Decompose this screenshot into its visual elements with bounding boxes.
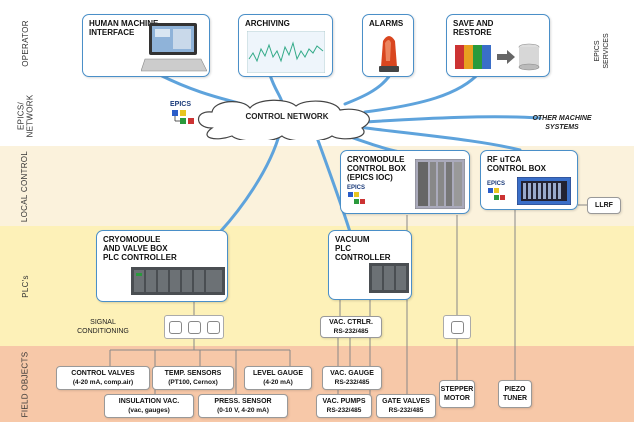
signal-conditioning-box[interactable]	[164, 315, 224, 339]
vac-controller-box[interactable]: VAC. CTRLR. RS-232/485	[320, 316, 382, 338]
save-restore-box[interactable]: SAVE AND RESTORE	[446, 14, 550, 77]
conditioner-module	[188, 321, 201, 334]
pressure-sensor-box[interactable]: PRESS. SENSOR (0-10 V, 4-20 mA)	[198, 394, 288, 418]
archiving-box[interactable]: ARCHIVING	[238, 14, 333, 77]
signal-conditioning-label: SIGNAL CONDITIONING	[77, 319, 129, 335]
vacuum-plc-box[interactable]: VACUUM PLC CONTROLLER	[328, 230, 412, 300]
temp-sensors-box[interactable]: TEMP. SENSORS (PT100, Cernox)	[152, 366, 234, 390]
level-gauge-box[interactable]: LEVEL GAUGE (4-20 mA)	[244, 366, 312, 390]
save-restore-icon	[455, 43, 540, 71]
conditioner-module	[451, 321, 464, 334]
control-network-label: CONTROL NETWORK	[245, 112, 329, 121]
rf-utca-control-box[interactable]: RF uTCA CONTROL BOX EPICS	[480, 150, 578, 210]
stepper-conditioner-box[interactable]	[443, 315, 471, 339]
vac-pumps-box[interactable]: VAC. PUMPS RS-232/485	[316, 394, 372, 418]
plc-rack-icon	[369, 263, 409, 293]
epics-services-label: EPICS SERVICES	[594, 33, 610, 69]
other-machine-systems-label: OTHER MACHINE SYSTEMS	[532, 115, 592, 131]
alarms-box[interactable]: ALARMS	[362, 14, 414, 77]
conditioner-module	[169, 321, 182, 334]
gate-valves-box[interactable]: GATE VALVES RS-232/485	[376, 394, 436, 418]
control-valves-box[interactable]: CONTROL VALVES (4-20 mA, comp.air)	[56, 366, 150, 390]
alarm-beacon-icon	[379, 36, 399, 72]
hmi-box[interactable]: HUMAN MACHINE INTERFACE	[82, 14, 210, 77]
utca-crate-icon	[517, 177, 571, 205]
computer-icon	[141, 23, 207, 72]
epics-logo-cryo: EPICS	[347, 185, 367, 212]
epics-logo-rf: EPICS	[487, 181, 507, 208]
plc-rack-icon	[131, 267, 225, 295]
ioc-chassis-icon	[415, 159, 465, 209]
cryomodule-plc-box[interactable]: CRYOMODULE AND VALVE BOX PLC CONTROLLER	[96, 230, 228, 302]
epics-logo-icon	[172, 110, 194, 124]
llrf-box[interactable]: LLRF	[587, 197, 621, 214]
vac-gauge-box[interactable]: VAC. GAUGE RS-232/485	[322, 366, 382, 390]
insulation-vac-box[interactable]: INSULATION VAC. (vac, gauges)	[104, 394, 194, 418]
archive-chart-icon	[247, 31, 325, 73]
control-network-cloud	[197, 99, 370, 140]
epics-logo-icon	[348, 192, 365, 204]
piezo-tuner-box[interactable]: PIEZO TUNER	[498, 380, 532, 408]
cryomodule-control-box[interactable]: CRYOMODULE CONTROL BOX (EPICS IOC) EPICS	[340, 150, 470, 214]
epics-logo-network: EPICS	[170, 101, 196, 133]
stepper-motor-box[interactable]: STEPPER MOTOR	[439, 380, 475, 408]
conditioner-module	[207, 321, 220, 334]
epics-logo-icon	[488, 188, 505, 200]
